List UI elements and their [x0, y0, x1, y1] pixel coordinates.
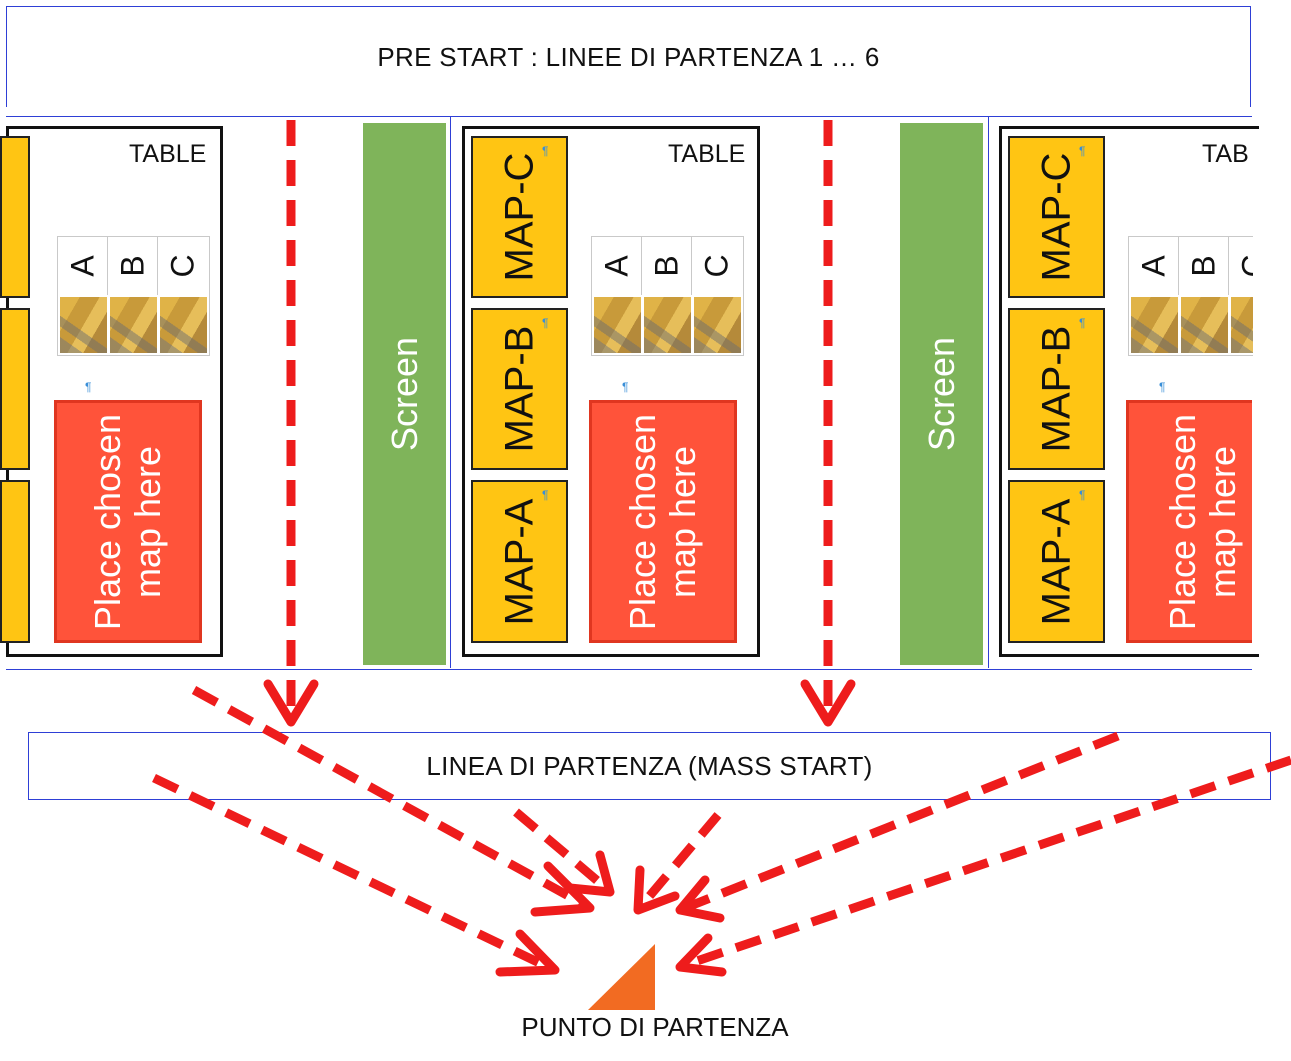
strip-divider [450, 116, 451, 668]
map-b-card: MAP-B ¶ [471, 308, 568, 470]
arrow-line [191, 686, 588, 909]
mini-map-grid: A B C [591, 236, 744, 356]
strip-divider [988, 116, 989, 668]
map-b-card [0, 308, 30, 470]
arrow-line [513, 808, 609, 892]
pilcrow-mark: ¶ [622, 380, 629, 394]
map-thumbnail [694, 297, 741, 353]
arrow-head [495, 929, 560, 977]
screen-panel: Screen [363, 123, 446, 665]
start-point-triangle [588, 944, 655, 1010]
map-a-card [0, 480, 30, 643]
map-thumbnail [1131, 297, 1178, 353]
mini-map-grid: A B C [57, 236, 210, 356]
arrow-head [675, 875, 725, 923]
mass-start-banner: LINEA DI PARTENZA (MASS START) [28, 732, 1271, 800]
arrow-head [565, 850, 615, 897]
table-label: TABLE [129, 140, 207, 168]
arrow-line [683, 731, 1120, 913]
map-thumbnail [1181, 297, 1228, 353]
pre-start-banner: PRE START : LINEE DI PARTENZA 1 … 6 [6, 6, 1251, 107]
pilcrow-mark: ¶ [85, 380, 92, 394]
pre-start-title: PRE START : LINEE DI PARTENZA 1 … 6 [377, 41, 880, 72]
arrow-head [675, 933, 727, 977]
start-point-label: PUNTO DI PARTENZA [521, 1012, 789, 1042]
table-label: TABLE [668, 140, 746, 168]
arrow-head [800, 679, 856, 727]
arrow-line [683, 755, 1291, 970]
arrow-line [152, 773, 552, 973]
map-c-card: MAP-C ¶ [471, 136, 568, 298]
mass-start-label: LINEA DI PARTENZA (MASS START) [426, 750, 873, 781]
map-thumbnail [110, 297, 157, 353]
map-thumbnail [594, 297, 641, 353]
map-thumbnail [1231, 297, 1253, 353]
map-c-card [0, 136, 30, 298]
station-strip [6, 116, 1252, 670]
table-label: TAB [1202, 140, 1249, 168]
map-thumbnail [644, 297, 691, 353]
map-thumbnail [60, 297, 107, 353]
arrow-head [530, 861, 595, 917]
map-a-card: MAP-A ¶ [471, 480, 568, 643]
arrow-head [263, 679, 319, 727]
arrow-line [638, 812, 722, 908]
mini-map-grid: A B C [1128, 236, 1253, 356]
map-a-card: MAP-A ¶ [1008, 480, 1105, 643]
map-b-card: MAP-B ¶ [1008, 308, 1105, 470]
pilcrow-mark: ¶ [1159, 380, 1166, 394]
map-c-card: MAP-C ¶ [1008, 136, 1105, 298]
screen-panel: Screen [900, 123, 983, 665]
arrow-head [633, 865, 680, 915]
map-thumbnail [160, 297, 207, 353]
